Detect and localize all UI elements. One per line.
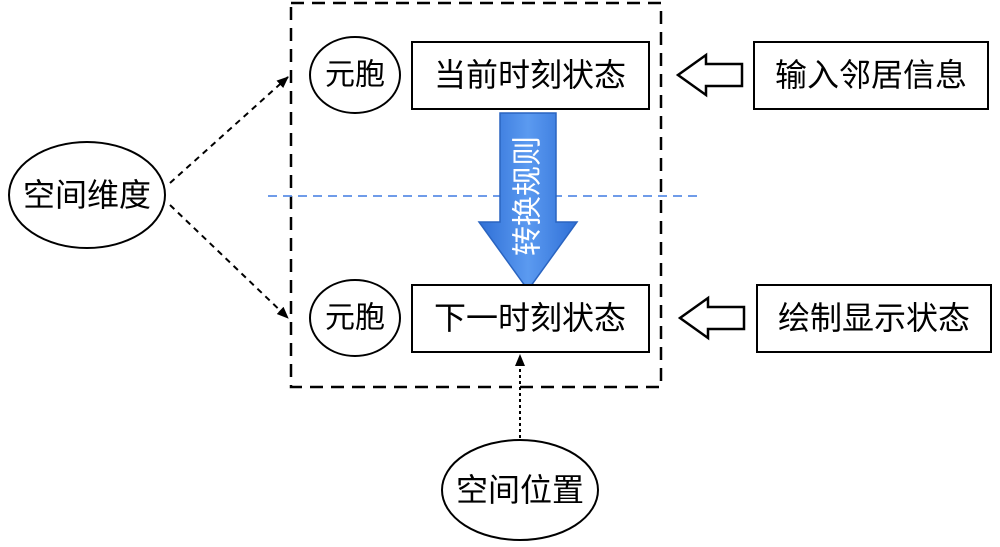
next-state-label: 下一时刻状态 <box>434 299 626 337</box>
dimension-to-top-arrow <box>169 76 289 184</box>
space-dimension-ellipse <box>8 141 166 249</box>
neighbor-input-arrow <box>675 52 744 98</box>
draw-display-label: 绘制显示状态 <box>778 299 970 337</box>
cell-bottom-ellipse <box>309 279 401 357</box>
current-state-label: 当前时刻状态 <box>434 56 626 94</box>
neighbor-input-box <box>753 41 989 110</box>
transition-rule-arrow <box>477 112 579 292</box>
space-position-label: 空间位置 <box>456 471 584 509</box>
next-state-box <box>411 284 650 353</box>
dimension-to-bottom-arrow <box>169 204 289 319</box>
neighbor-input-label: 输入邻居信息 <box>775 56 967 94</box>
draw-display-arrow <box>677 295 746 341</box>
space-position-ellipse <box>441 439 599 541</box>
space-dimension-label: 空间维度 <box>23 176 151 214</box>
cell-top-ellipse <box>309 36 401 114</box>
transition-rule-label: 转换规则 <box>511 136 546 256</box>
cell-bottom-label: 元胞 <box>325 301 385 336</box>
draw-display-box <box>756 284 992 353</box>
cell-top-label: 元胞 <box>325 58 385 93</box>
current-state-box <box>411 41 650 110</box>
